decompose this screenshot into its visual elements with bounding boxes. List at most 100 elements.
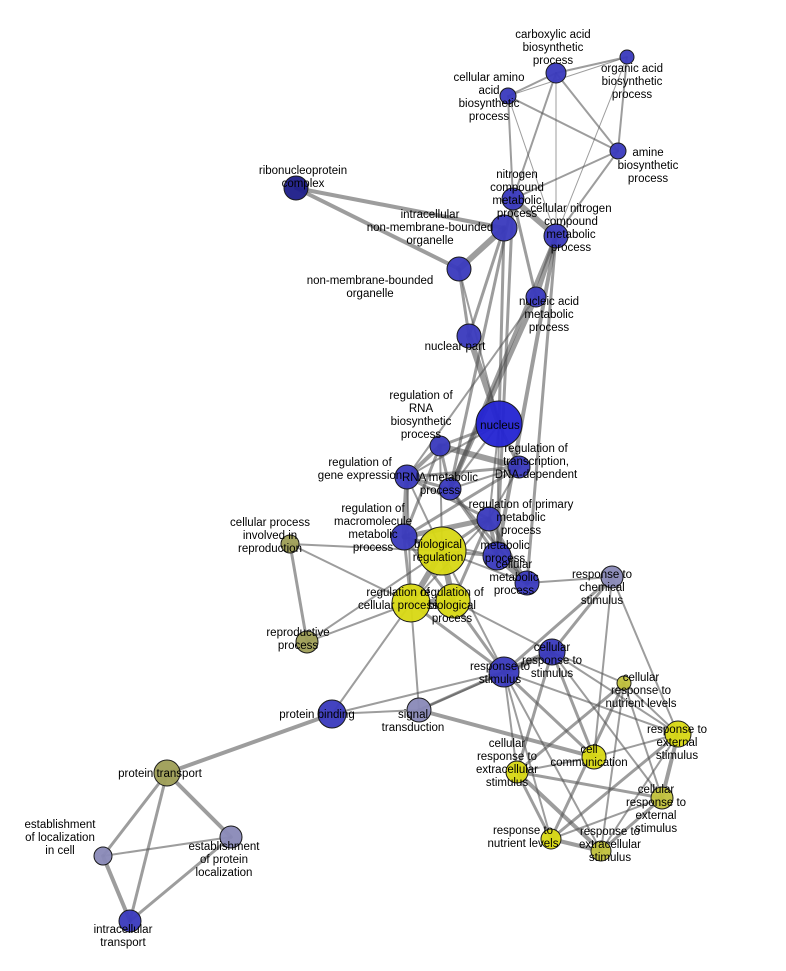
edge-nComp-metProc[interactable] (495, 197, 515, 558)
node-rnp[interactable] (283, 175, 309, 201)
node-respExt[interactable] (664, 720, 692, 748)
edge-caBio-nComp[interactable] (512, 72, 557, 200)
node-respExtra[interactable] (590, 840, 612, 862)
node-regBP[interactable] (435, 583, 471, 619)
node-cRespNut[interactable] (616, 675, 632, 691)
edge-respStim-respExtra[interactable] (503, 671, 602, 852)
edge-rnp-nmbOrg[interactable] (294, 186, 461, 271)
edge-cRespStim-cRespExternal[interactable] (551, 651, 663, 799)
node-nmbOrg[interactable] (446, 256, 472, 282)
edge-cRespExtra-cellComm[interactable] (516, 756, 595, 773)
node-respChem[interactable] (600, 565, 624, 589)
node-cRespExtra[interactable] (505, 760, 529, 784)
edge-estLoc-intraTrans[interactable] (101, 854, 132, 923)
edge-regRNA-regMM[interactable] (402, 444, 442, 539)
node-nucPart[interactable] (456, 323, 482, 349)
edge-cpRepro-reproP[interactable] (288, 542, 309, 644)
node-cnComp[interactable] (543, 223, 569, 249)
edge-regCP-protBind[interactable] (331, 602, 412, 715)
edge-amBio-nComp[interactable] (512, 150, 619, 200)
node-nComp[interactable] (501, 187, 525, 211)
node-bioReg[interactable] (417, 526, 467, 576)
node-regMM[interactable] (390, 523, 418, 551)
node-rnaMet[interactable] (438, 477, 462, 501)
edge-caBio-amBio[interactable] (555, 72, 619, 152)
edge-protTrans-intraTrans[interactable] (128, 771, 169, 923)
edge-protTrans-estLoc[interactable] (101, 771, 169, 858)
edge-bioReg-reproP[interactable] (306, 550, 443, 643)
edge-cRespExternal-respExtra[interactable] (599, 796, 664, 853)
edge-cRespNut-cRespExtra[interactable] (515, 681, 626, 774)
node-estProtLoc[interactable] (219, 825, 243, 849)
edge-cRespStim-respExt[interactable] (551, 651, 679, 735)
node-cellMet[interactable] (514, 570, 540, 596)
edge-cRespExtra-cRespExternal[interactable] (515, 770, 664, 800)
node-naMet[interactable] (525, 286, 547, 308)
edge-aaBio-amBio[interactable] (507, 95, 619, 152)
edge-nComp-naMet[interactable] (511, 197, 538, 299)
edge-protBind-respStim[interactable] (331, 671, 505, 715)
node-respStim[interactable] (488, 656, 520, 688)
node-cRespExternal[interactable] (650, 786, 674, 810)
edge-estProtLoc-intraTrans[interactable] (128, 835, 233, 923)
node-intraTrans[interactable] (118, 909, 142, 933)
node-aaBio[interactable] (499, 87, 517, 105)
node-iOrg[interactable] (490, 214, 518, 242)
edge-rnp-iOrg[interactable] (294, 186, 506, 230)
edge-respStim-respChem[interactable] (502, 575, 614, 674)
node-reproP[interactable] (295, 630, 319, 654)
edge-iOrg-nucPart[interactable] (467, 226, 506, 338)
edge-cnComp-metProc[interactable] (495, 234, 558, 558)
node-estLoc[interactable] (93, 846, 113, 866)
edge-oaBio-amBio[interactable] (617, 56, 628, 152)
edge-regTx-rnaMet[interactable] (449, 466, 520, 490)
node-sigTrans[interactable] (406, 697, 432, 723)
edge-cRespStim-sigTrans[interactable] (418, 651, 553, 711)
edge-oaBio-cnComp[interactable] (555, 56, 628, 237)
edge-cellComm-sigTrans[interactable] (417, 708, 596, 759)
edge-naMet-regGE[interactable] (406, 296, 537, 478)
edge-protBind-sigTrans[interactable] (331, 709, 420, 715)
edge-cRespExtra-respNut[interactable] (515, 770, 553, 841)
edge-estLoc-estProtLoc[interactable] (102, 836, 232, 857)
edge-respStim-cellComm[interactable] (502, 670, 596, 759)
edge-cRespNut-respExtra[interactable] (600, 682, 625, 852)
edge-cRespStim-cellComm[interactable] (550, 650, 596, 759)
edge-respChem-respExt[interactable] (611, 576, 679, 735)
edge-cnComp-cellMet[interactable] (525, 234, 558, 585)
node-regPM[interactable] (476, 506, 502, 532)
edge-respStim-cRespExtra[interactable] (503, 671, 518, 773)
edge-cRespStim-cRespExtra[interactable] (515, 650, 554, 774)
node-amBio[interactable] (609, 142, 627, 160)
edge-cRespStim-respChem[interactable] (550, 575, 614, 654)
edge-rnaMet-cellMet[interactable] (448, 487, 529, 585)
edge-amBio-cnComp[interactable] (555, 150, 619, 237)
node-cpRepro[interactable] (280, 534, 300, 554)
node-oaBio[interactable] (619, 49, 635, 65)
edge-cRespNut-cRespExternal[interactable] (623, 682, 663, 799)
edge-regTx-regGE[interactable] (405, 465, 521, 479)
edge-cRespExtra-respExtra[interactable] (515, 770, 603, 853)
edge-bioReg-cpRepro[interactable] (289, 543, 443, 552)
edge-protBind-protTrans[interactable] (165, 712, 334, 775)
edge-oaBio-aaBio[interactable] (507, 56, 628, 97)
edge-caBio-oaBio[interactable] (555, 56, 628, 74)
node-protTrans[interactable] (153, 759, 181, 787)
edge-cRespExternal-respNut[interactable] (550, 797, 663, 840)
node-regTx[interactable] (507, 455, 531, 479)
node-regCP[interactable] (391, 583, 431, 623)
node-respNut[interactable] (540, 828, 562, 850)
edge-aaBio-cnComp[interactable] (507, 95, 557, 237)
node-regGE[interactable] (394, 464, 420, 490)
node-protBind[interactable] (317, 699, 347, 729)
node-regRNA[interactable] (429, 435, 451, 457)
node-caBio[interactable] (545, 62, 567, 84)
edge-protTrans-estProtLoc[interactable] (165, 771, 233, 839)
edge-respChem-cellComm[interactable] (593, 576, 613, 758)
node-metProc[interactable] (482, 541, 512, 571)
edge-iOrg-nucleus[interactable] (497, 226, 506, 426)
node-cellComm[interactable] (581, 744, 607, 770)
edge-respStim-respNut[interactable] (503, 671, 552, 840)
edge-cpRepro-regCP[interactable] (289, 543, 412, 604)
